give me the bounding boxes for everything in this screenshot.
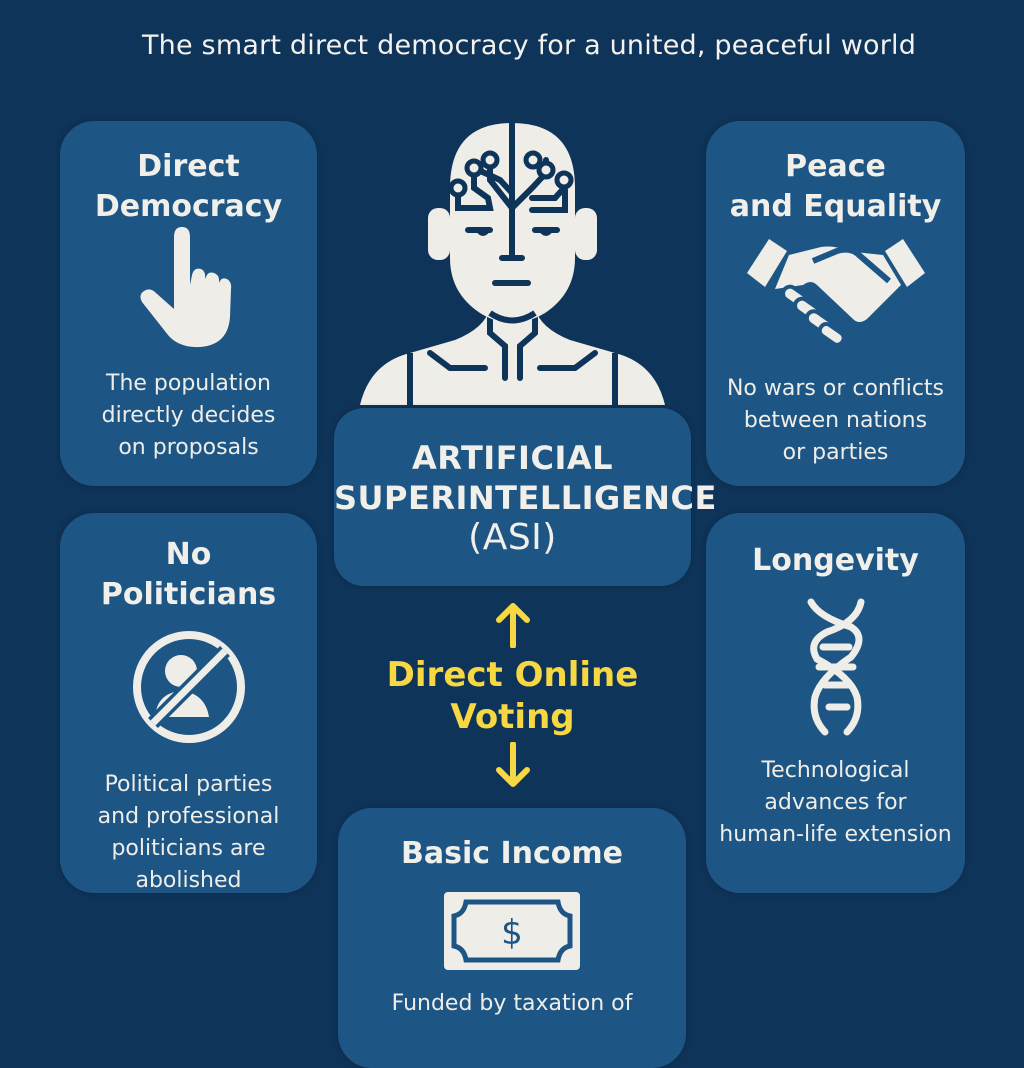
direct-online-voting: Direct Online Voting [334, 600, 691, 790]
card-no-politicians: No Politicians Political parties and pro… [60, 513, 317, 893]
arrow-down-icon [495, 742, 530, 787]
card-desc: directly decides [101, 403, 276, 428]
card-desc: Technological [761, 758, 910, 783]
dna-icon [807, 598, 864, 736]
ai-robot-head-icon [350, 118, 675, 412]
card-peace-equality: Peace and Equality No wars or conflicts … [706, 121, 965, 486]
asi-title-line2: SUPERINTELLIGENCE [334, 479, 717, 517]
card-desc: and professional [97, 804, 280, 829]
card-title: and Equality [729, 189, 942, 224]
card-title: Direct [137, 149, 240, 184]
card-desc: human-life extension [719, 822, 952, 847]
card-desc: on proposals [118, 435, 259, 460]
card-title: Longevity [752, 543, 919, 578]
handshake-icon [746, 239, 925, 347]
card-asi: ARTIFICIAL SUPERINTELLIGENCE (ASI) [334, 408, 717, 586]
card-desc: or parties [782, 440, 889, 465]
voting-label-line1: Direct Online [386, 655, 639, 695]
dollar-bill-icon: $ [444, 892, 580, 970]
card-direct-democracy: Direct Democracy The population directly… [60, 121, 317, 486]
no-person-icon [132, 631, 245, 743]
card-title: Democracy [94, 189, 283, 224]
card-desc: Political parties [104, 772, 273, 797]
card-longevity: Longevity Technological advances for hum… [706, 513, 965, 893]
card-desc: The population [106, 371, 271, 396]
voting-label-line2: Voting [450, 697, 575, 737]
page-title: The smart direct democracy for a united,… [141, 30, 917, 61]
card-desc: No wars or conflicts [726, 376, 945, 401]
card-desc: advances for [764, 790, 907, 815]
svg-text:$: $ [501, 913, 523, 953]
arrow-up-icon [495, 603, 530, 648]
card-title: No [165, 537, 212, 572]
card-basic-income: Basic Income $ Funded by taxation of [338, 808, 686, 1068]
card-desc: abolished [135, 868, 242, 893]
asi-title-line3: (ASI) [468, 517, 557, 558]
card-title: Peace [785, 149, 886, 184]
card-desc: politicians are [111, 836, 266, 861]
card-title: Basic Income [401, 836, 623, 871]
card-desc: between nations [743, 408, 928, 433]
card-title: Politicians [100, 577, 277, 612]
asi-title-line1: ARTIFICIAL [411, 439, 613, 477]
pointing-hand-icon [139, 227, 231, 348]
card-desc: Funded by taxation of [391, 991, 633, 1016]
